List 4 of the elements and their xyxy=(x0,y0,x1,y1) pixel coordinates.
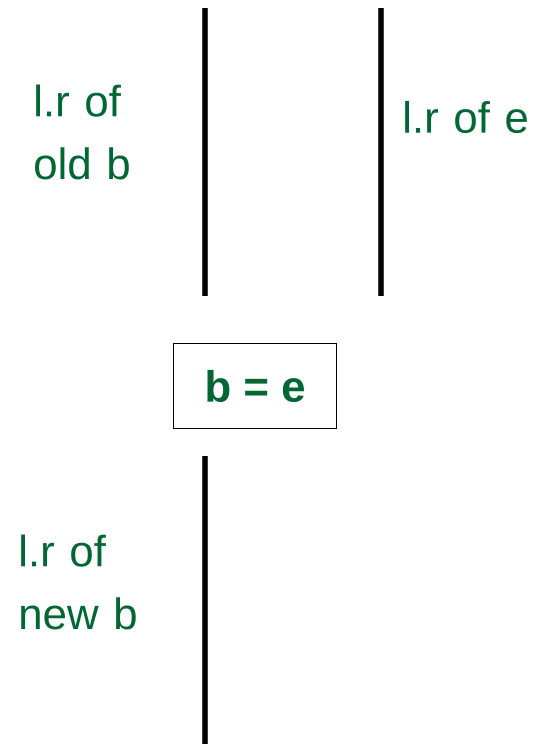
equation-box: b = e xyxy=(173,343,337,429)
text-label: l.r of e xyxy=(405,100,527,134)
text-label: l.r of old b xyxy=(35,84,129,180)
text-label: l.r of new b xyxy=(21,534,136,630)
